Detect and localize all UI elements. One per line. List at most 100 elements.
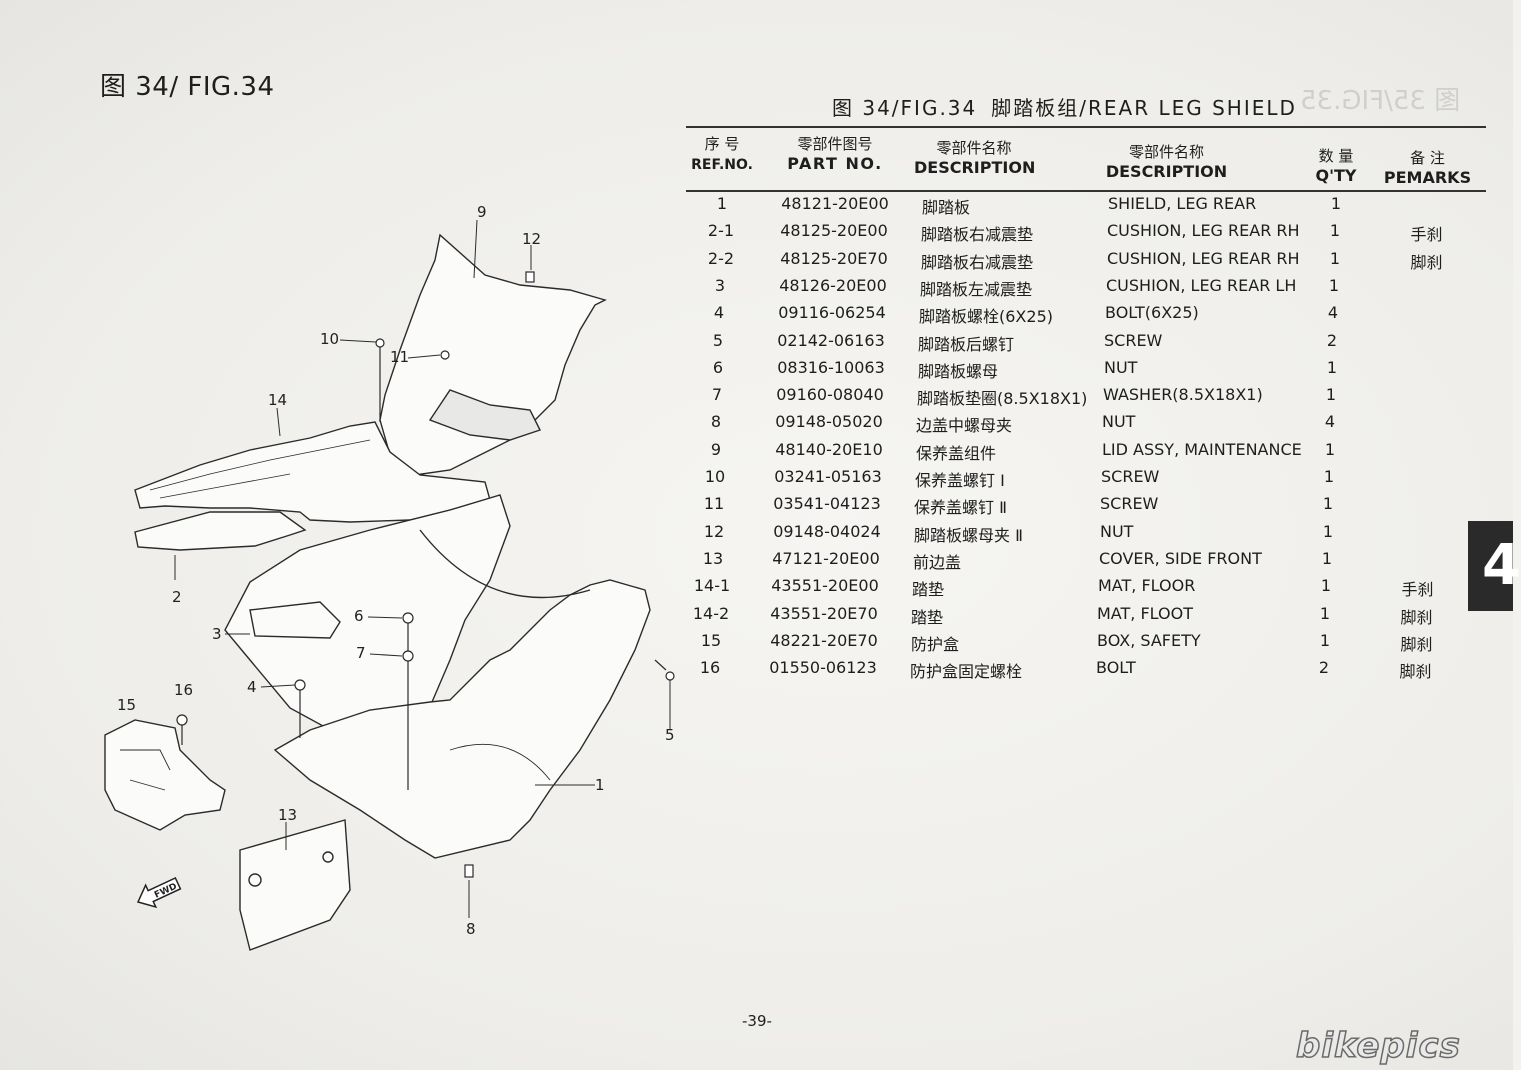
header-desc-en: 零部件名称 DESCRIPTION [1104,142,1229,182]
cell-ref: 14-1 [693,576,731,596]
cell-part: 47121-20E00 [772,548,880,568]
callout-6: 6 [354,607,364,625]
cell-ref: 11 [703,494,725,514]
cell-qty: 4 [1327,303,1339,323]
cell-ref: 9 [710,439,722,459]
cell-cn: 防护盒 [911,634,960,654]
cell-part: 48121-20E00 [781,194,889,213]
cell-en: SCREW [1101,467,1160,486]
callout-4: 4 [247,678,257,696]
cell-part: 48125-20E70 [780,248,888,268]
cell-qty: 1 [1329,248,1341,268]
cell-part: 48126-20E00 [779,275,887,295]
callout-3: 3 [212,625,222,643]
cell-en: MAT, FLOOR [1098,576,1196,596]
cell-cn: 踏垫 [912,580,945,600]
cell-cn: 保养盖螺钉 Ⅱ [914,498,1007,518]
cell-cn: 脚踏板 [922,198,971,217]
table-row: 4 09116-06254 脚踏板螺栓(6X25) BOLT(6X25) 4 [686,303,1486,330]
cell-en: LID ASSY, MAINTENANCE [1102,439,1302,459]
cell-qty: 1 [1325,385,1337,405]
callout-9: 9 [477,203,487,221]
cell-qty: 4 [1324,412,1336,432]
header-qty: 数 量 Q'TY [1306,146,1366,186]
cell-en: WASHER(8.5X18X1) [1103,385,1263,405]
cell-part: 48125-20E00 [780,221,888,241]
cell-cn: 脚踏板后螺钉 [918,334,1015,354]
cell-ref: 2-1 [707,221,735,241]
part-cushion-lh [249,601,341,639]
header-qty-cn: 数 量 [1318,147,1354,165]
page-number: -39- [742,1012,772,1030]
cell-ref: 13 [702,548,724,568]
cell-part: 09160-08040 [776,385,884,405]
cell-part: 48140-20E10 [775,439,883,459]
cell-en: BOX, SAFETY [1097,630,1201,650]
cell-cn: 保养盖组件 [916,443,997,463]
cell-ref: 4 [713,303,725,323]
cell-qty: 1 [1328,275,1340,295]
cell-rem: 手刹 [1410,225,1443,245]
cell-qty: 1 [1319,603,1331,623]
cell-cn: 保养盖螺钉 Ⅰ [915,471,1005,490]
callout-15: 15 [117,696,136,714]
cell-cn: 防护盒固定螺栓 [910,662,1023,682]
callout-13: 13 [278,806,297,824]
cell-ref: 10 [704,467,726,486]
figure-number: 图 34/FIG.34 [832,96,978,120]
cell-qty: 1 [1330,194,1342,213]
callout-10: 10 [320,330,339,348]
cell-en: COVER, SIDE FRONT [1099,548,1262,568]
header-desc-en-en: DESCRIPTION [1105,162,1228,181]
header-desc-cn-cn: 零部件名称 [936,139,1012,157]
callout-1: 1 [595,776,605,794]
cell-rem: 脚刹 [1399,662,1432,682]
cell-qty: 2 [1318,658,1330,678]
part-safety-box [104,719,226,831]
cell-en: NUT [1102,412,1136,432]
callout-7: 7 [356,644,366,662]
cell-ref: 7 [711,385,723,405]
cell-qty: 2 [1326,330,1338,350]
part-lid-assy [379,233,607,476]
cell-cn: 边盖中螺母夹 [916,416,1013,436]
cell-qty: 1 [1321,548,1333,568]
cell-en: CUSHION, LEG REAR RH [1107,221,1300,241]
cell-en: BOLT(6X25) [1105,303,1199,323]
cell-part: 08316-10063 [777,357,885,377]
callout-5: 5 [665,726,675,744]
cell-part: 03541-04123 [773,494,881,514]
cell-cn: 脚踏板右减震垫 [921,252,1034,272]
callout-11: 11 [390,348,409,366]
cell-en: SCREW [1100,494,1159,514]
cell-rem: 脚刹 [1410,252,1443,272]
table-top-rule [686,126,1486,128]
cell-qty: 1 [1319,630,1331,650]
cell-cn: 脚踏板螺栓(6X25) [919,307,1053,327]
part-cushion-rh [134,511,307,551]
cell-en: BOLT [1096,658,1136,678]
cell-cn: 踏垫 [911,607,944,627]
cell-ref: 16 [699,658,721,678]
header-part-cn: 零部件图号 [797,135,873,153]
part-leg-shield-floor [273,579,651,859]
bleed-through: 图 35/FIG.35 [1300,86,1461,116]
exploded-diagram: 9 12 10 11 14 2 3 6 7 4 16 15 5 1 13 8 F… [104,203,675,951]
header-remarks: 备 注 PEMARKS [1380,148,1475,188]
cell-part: 09116-06254 [778,303,886,323]
table-header-rule [686,190,1486,192]
